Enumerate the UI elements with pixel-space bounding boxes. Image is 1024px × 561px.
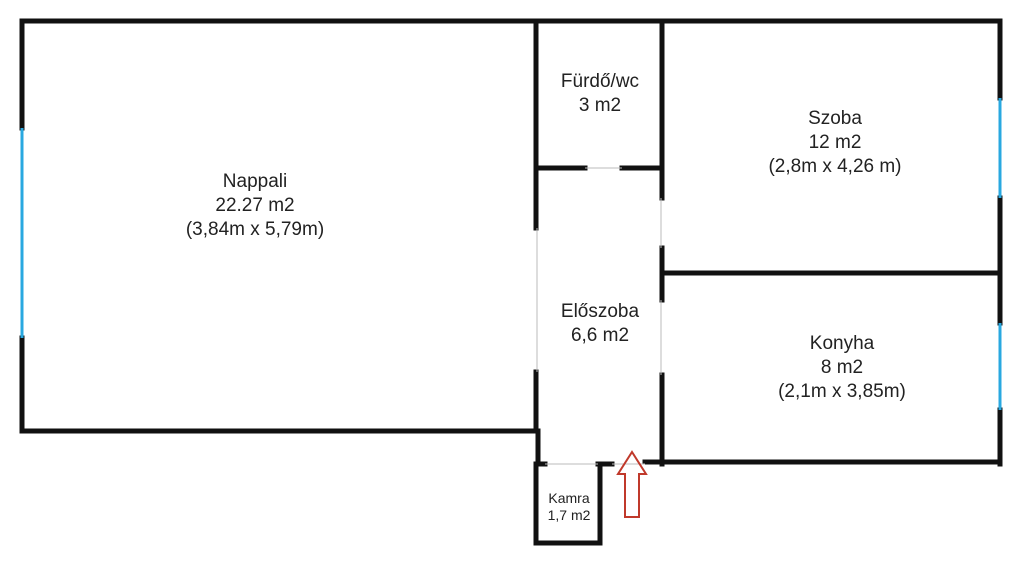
room-dims: (2,1m x 3,85m) [778, 381, 906, 402]
room-area: 8 m2 [820, 357, 864, 378]
room-label-konyha: Konyha 8 m2 (2,1m x 3,85m) [742, 332, 942, 404]
room-area: 1,7 m2 [547, 507, 591, 523]
entrance-arrow-icon [616, 450, 648, 518]
room-area: 3 m2 [578, 95, 622, 116]
room-label-nappali: Nappali 22.27 m2 (3,84m x 5,79m) [155, 170, 355, 242]
room-name: Konyha [809, 333, 875, 354]
room-name: Kamra [548, 490, 590, 506]
room-dims: (2,8m x 4,26 m) [768, 156, 902, 177]
room-area: 12 m2 [808, 132, 862, 153]
room-label-szoba: Szoba 12 m2 (2,8m x 4,26 m) [735, 107, 935, 179]
room-dims: (3,84m x 5,79m) [185, 219, 325, 240]
room-name: Előszoba [560, 301, 640, 322]
windows [20, 98, 1002, 410]
room-area: 6,6 m2 [570, 325, 630, 346]
room-label-furdo: Fürdő/wc 3 m2 [545, 70, 655, 118]
room-name: Fürdő/wc [560, 71, 640, 92]
room-name: Nappali [222, 171, 288, 192]
room-area: 22.27 m2 [215, 195, 295, 216]
room-label-eloszoba: Előszoba 6,6 m2 [545, 300, 655, 348]
walls [19, 18, 1003, 546]
room-label-kamra: Kamra 1,7 m2 [539, 490, 599, 524]
room-name: Szoba [808, 108, 862, 129]
